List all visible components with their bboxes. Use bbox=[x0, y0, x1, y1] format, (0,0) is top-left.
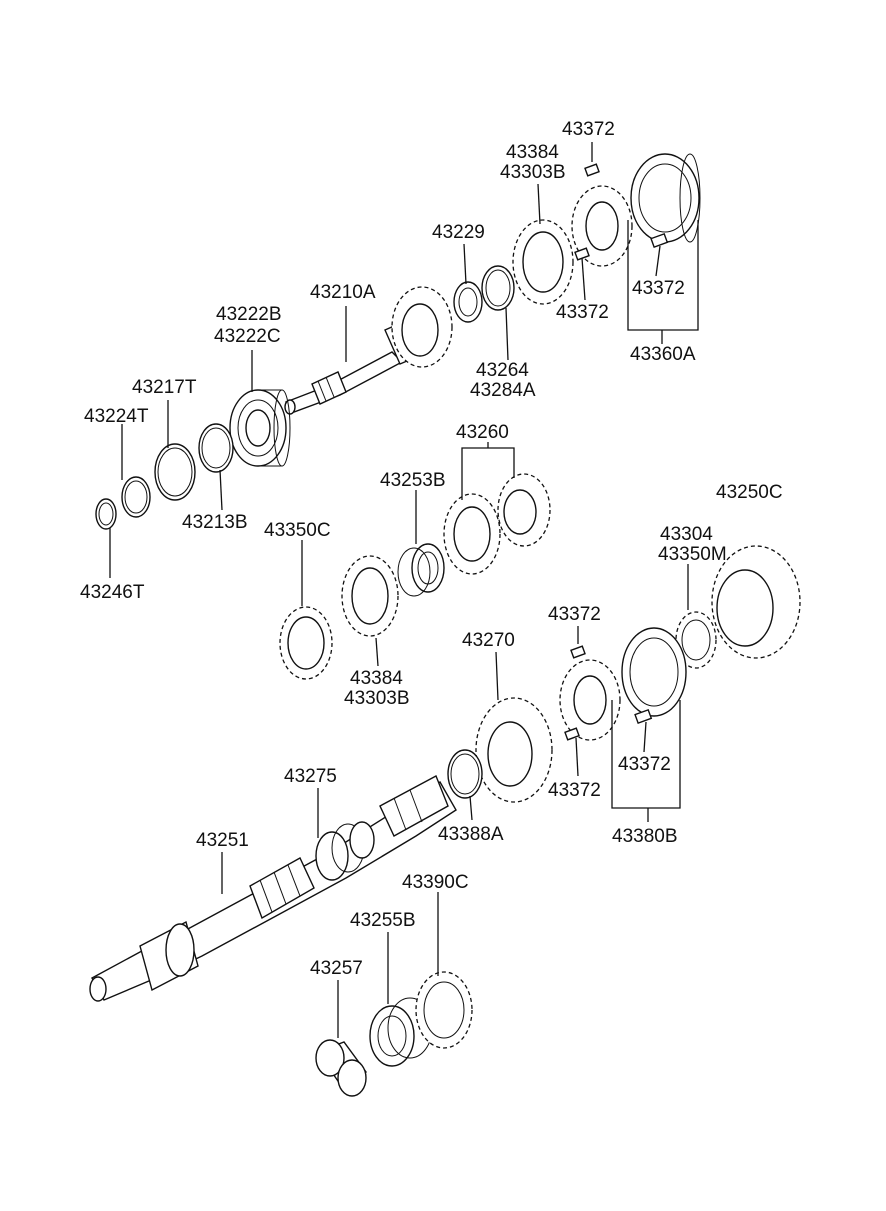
label-43372-e: 43372 bbox=[618, 754, 671, 775]
label-43303B-b: 43303B bbox=[344, 688, 410, 709]
label-43224T: 43224T bbox=[84, 406, 149, 427]
label-43372-b: 43372 bbox=[556, 302, 609, 323]
gear-43250C[interactable] bbox=[711, 545, 801, 659]
shim-43224T[interactable] bbox=[121, 476, 151, 518]
gear-43260[interactable] bbox=[443, 473, 551, 575]
bearing-43222B[interactable] bbox=[229, 389, 291, 467]
ring-43264[interactable] bbox=[481, 265, 515, 311]
label-43255B: 43255B bbox=[350, 910, 416, 931]
needle-bearing-43253B[interactable] bbox=[397, 543, 445, 597]
label-43304: 43304 bbox=[660, 524, 713, 545]
key-43372-lower-b[interactable] bbox=[564, 727, 580, 741]
label-43257: 43257 bbox=[310, 958, 363, 979]
snap-ring-43217T[interactable] bbox=[154, 443, 196, 501]
label-43260: 43260 bbox=[456, 422, 509, 443]
synchronizer-ring-43304[interactable] bbox=[675, 611, 717, 669]
synchronizer-ring-43350C[interactable] bbox=[279, 606, 333, 680]
label-43222C: 43222C bbox=[214, 326, 281, 347]
key-43372-upper-c[interactable] bbox=[650, 232, 669, 248]
synchronizer-ring-43384-lower[interactable] bbox=[341, 555, 399, 637]
label-43384-a: 43384 bbox=[506, 142, 559, 163]
label-43372-f: 43372 bbox=[548, 780, 601, 801]
label-43264: 43264 bbox=[476, 360, 529, 381]
input-shaft-43210A[interactable] bbox=[284, 286, 453, 415]
label-43350M: 43350M bbox=[658, 544, 727, 565]
label-43284A: 43284A bbox=[470, 380, 536, 401]
label-43275: 43275 bbox=[284, 766, 337, 787]
key-43372-lower-c[interactable] bbox=[634, 708, 653, 724]
hub-43380B[interactable] bbox=[559, 659, 621, 741]
label-43384-b: 43384 bbox=[350, 668, 403, 689]
leader-lines bbox=[109, 142, 699, 1038]
label-43372-a: 43372 bbox=[562, 119, 615, 140]
label-43372-c: 43372 bbox=[632, 278, 685, 299]
needle-bearing-43229[interactable] bbox=[453, 281, 483, 323]
bearing-43275[interactable] bbox=[315, 821, 375, 881]
label-43360A: 43360A bbox=[630, 344, 696, 365]
label-43251: 43251 bbox=[196, 830, 249, 851]
label-43246T: 43246T bbox=[80, 582, 145, 603]
label-43390C: 43390C bbox=[402, 872, 469, 893]
label-43253B: 43253B bbox=[380, 470, 446, 491]
label-43222B: 43222B bbox=[216, 304, 282, 325]
label-43217T: 43217T bbox=[132, 377, 197, 398]
snap-ring-43388A[interactable] bbox=[447, 749, 483, 799]
hub-43360A[interactable] bbox=[571, 185, 633, 267]
label-43372-d: 43372 bbox=[548, 604, 601, 625]
key-43372-upper-a[interactable] bbox=[584, 163, 600, 177]
bushing-43257[interactable] bbox=[315, 1039, 368, 1097]
snap-ring-43246T[interactable] bbox=[95, 498, 117, 530]
label-43350C: 43350C bbox=[264, 520, 331, 541]
key-43372-upper-b[interactable] bbox=[574, 247, 590, 261]
label-43270: 43270 bbox=[462, 630, 515, 651]
sleeve-43380B[interactable] bbox=[621, 627, 687, 717]
label-43213B: 43213B bbox=[182, 512, 248, 533]
label-43229: 43229 bbox=[432, 222, 485, 243]
label-43380B: 43380B bbox=[612, 826, 678, 847]
label-43250C: 43250C bbox=[716, 482, 783, 503]
synchronizer-ring-43384-upper[interactable] bbox=[512, 219, 574, 305]
part-labels: 43372 43384 43303B 43229 43210A 43372 43… bbox=[80, 119, 783, 979]
key-43372-lower-a[interactable] bbox=[570, 645, 586, 659]
sleeve-43360A[interactable] bbox=[630, 153, 701, 243]
label-43210A: 43210A bbox=[310, 282, 376, 303]
synchronizer-ring-43390C[interactable] bbox=[415, 971, 473, 1049]
snap-ring-43213B[interactable] bbox=[198, 423, 234, 473]
gear-43270[interactable] bbox=[475, 697, 553, 803]
label-43303B-a: 43303B bbox=[500, 162, 566, 183]
label-43388A: 43388A bbox=[438, 824, 504, 845]
